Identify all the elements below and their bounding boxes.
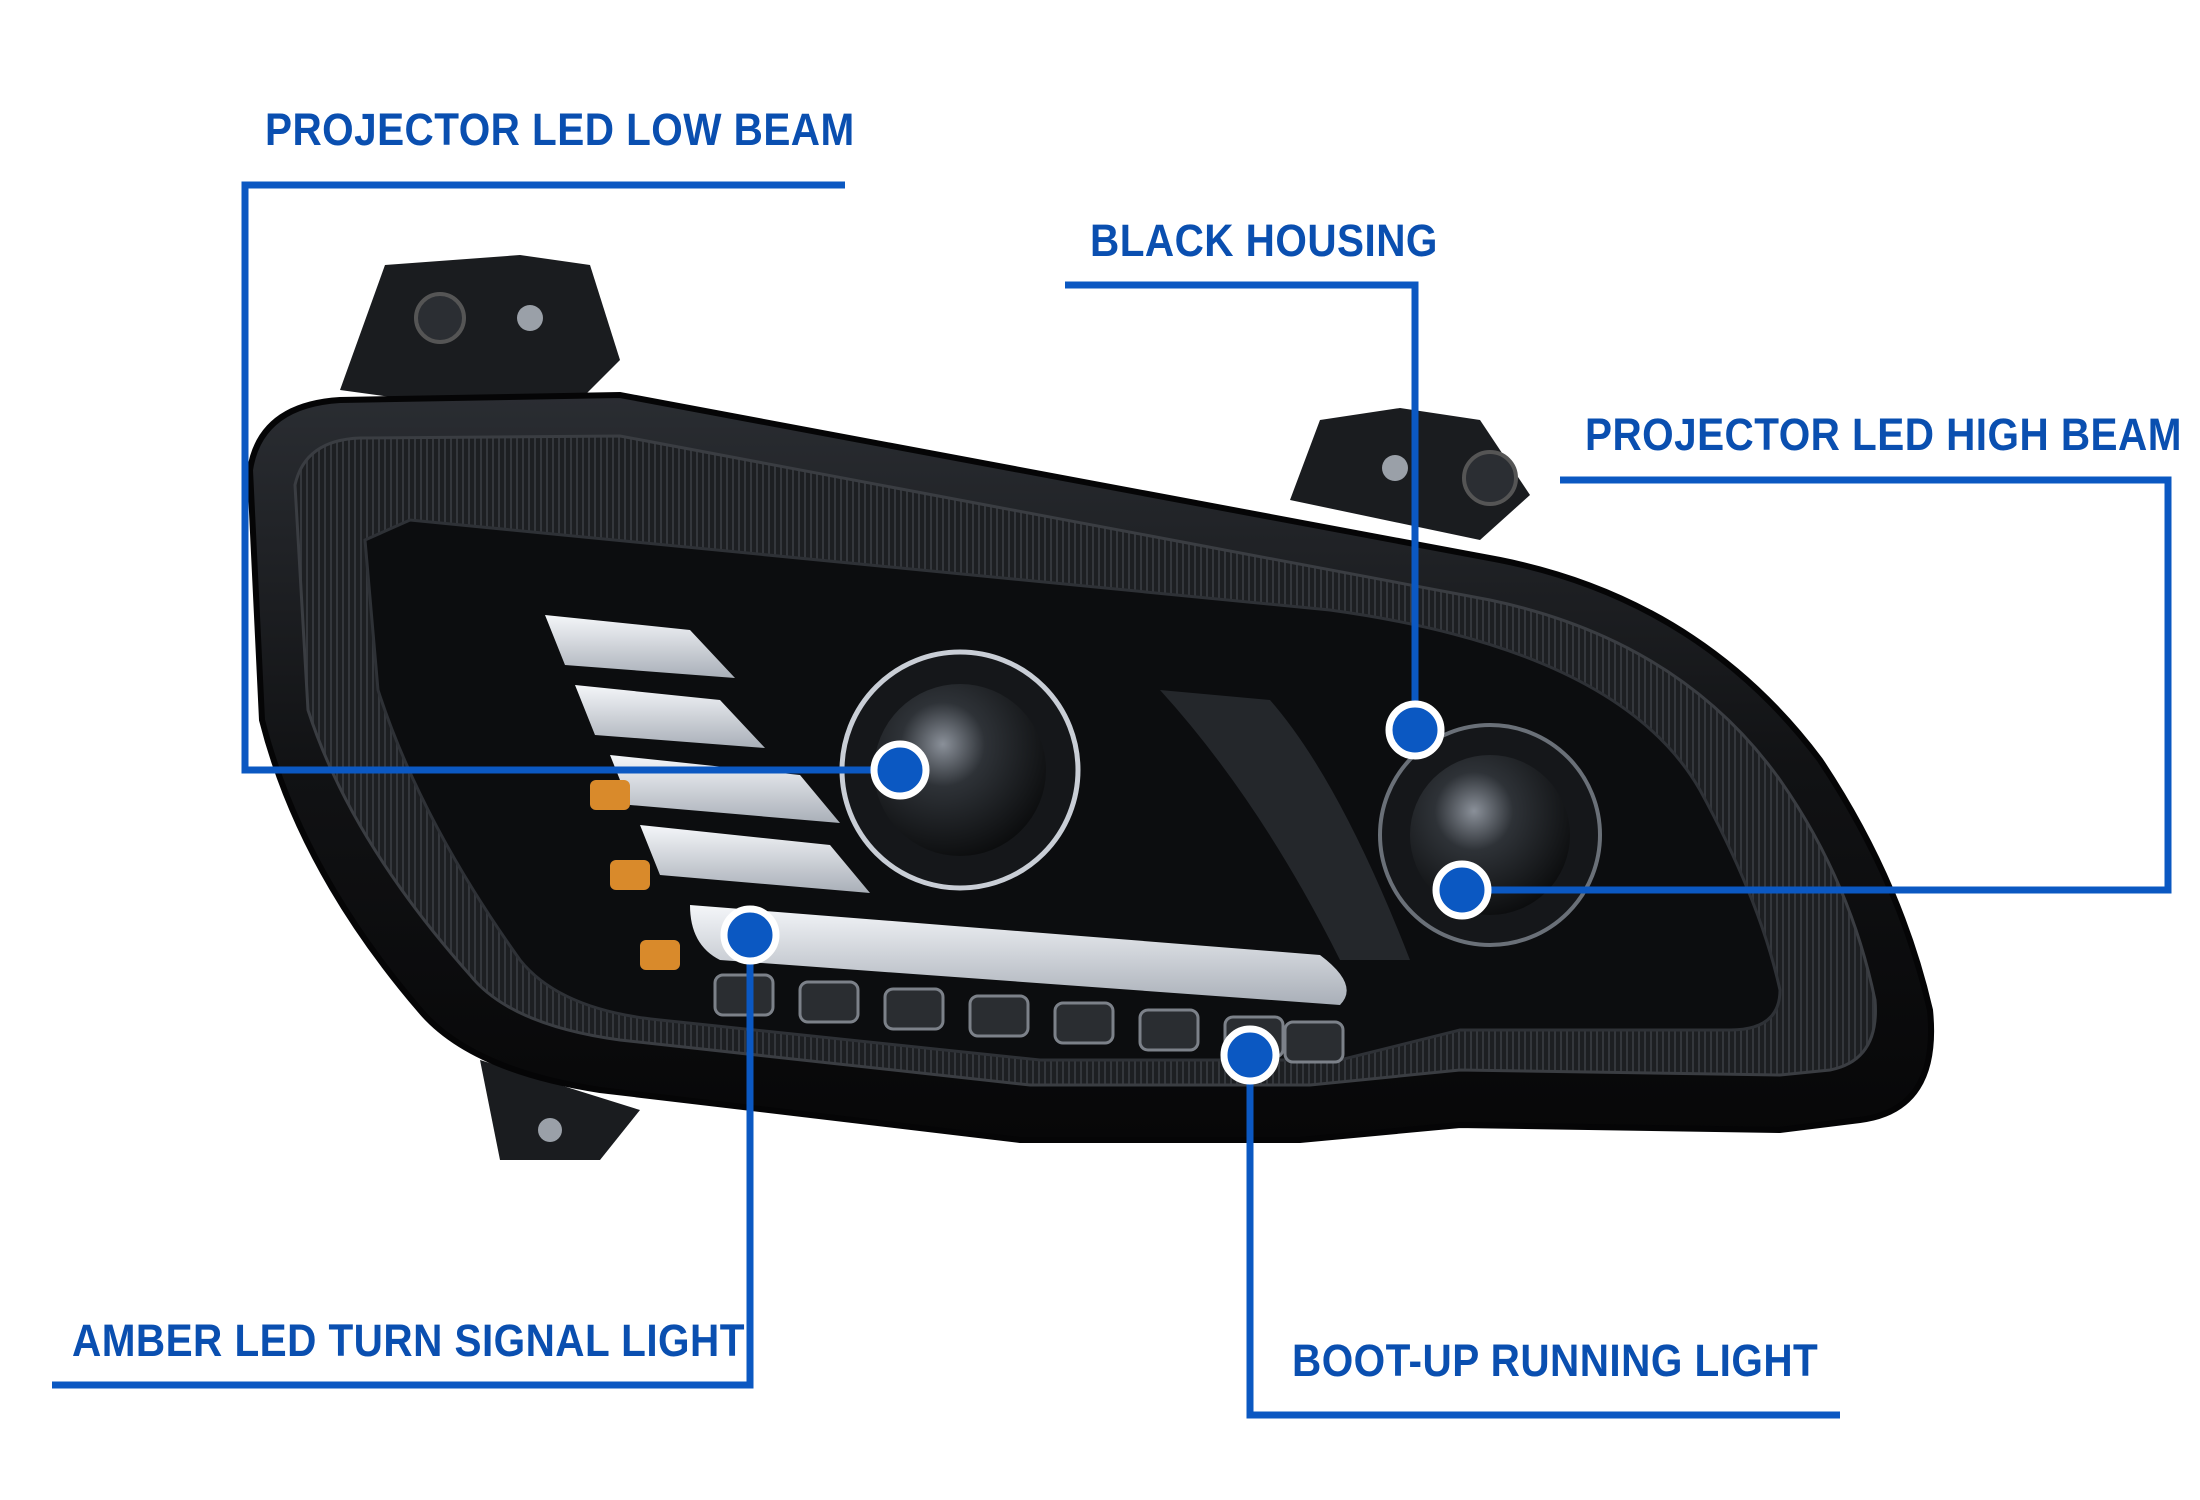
label-black-housing: BLACK HOUSING (1090, 215, 1438, 266)
leader-low-beam (241, 181, 900, 774)
mount-tab-left (340, 255, 620, 420)
label-boot-up-running-light: BOOT-UP RUNNING LIGHT (1292, 1335, 1819, 1386)
callout-markers (720, 700, 1492, 1085)
label-projector-led-high-beam: PROJECTOR LED HIGH BEAM (1585, 409, 2182, 460)
led-chip-amber (590, 780, 630, 810)
led-chip (883, 987, 945, 1031)
marker-low-beam (870, 740, 930, 800)
led-chip (968, 994, 1030, 1038)
screw-bottom (538, 1118, 562, 1142)
leader-high-beam (1462, 476, 2172, 894)
led-chip (798, 980, 860, 1024)
screw-left (517, 305, 543, 331)
housing-divider (1160, 690, 1410, 960)
bolt-left (414, 292, 466, 344)
marker-running-light (1220, 1025, 1280, 1085)
low-beam-projector-lens (874, 684, 1046, 856)
callout-lines (52, 181, 2172, 1419)
leader-housing (1065, 281, 1419, 730)
mount-tab-bottom (480, 1060, 640, 1160)
leader-turn-signal (52, 935, 754, 1389)
led-strip (640, 825, 870, 893)
led-chip-amber (610, 860, 650, 890)
led-chip (1283, 1020, 1345, 1064)
leader-running-light (1246, 1055, 1840, 1419)
headlight-assembly (246, 255, 1935, 1160)
label-projector-led-low-beam: PROJECTOR LED LOW BEAM (265, 104, 855, 155)
label-amber-led-turn-signal-light: AMBER LED TURN SIGNAL LIGHT (72, 1315, 745, 1366)
running-light-bar (690, 905, 1347, 1005)
marker-high-beam (1432, 860, 1492, 920)
led-chip-amber (640, 940, 680, 970)
screw-right (1382, 455, 1408, 481)
led-chip (1138, 1008, 1200, 1052)
led-chip (713, 973, 775, 1017)
led-strip (575, 685, 765, 748)
marker-turn-signal (720, 905, 780, 965)
mount-tab-right (1290, 408, 1530, 540)
led-strip (545, 615, 735, 678)
bolt-right (1462, 450, 1518, 506)
led-chip (1053, 1001, 1115, 1045)
marker-housing (1385, 700, 1445, 760)
